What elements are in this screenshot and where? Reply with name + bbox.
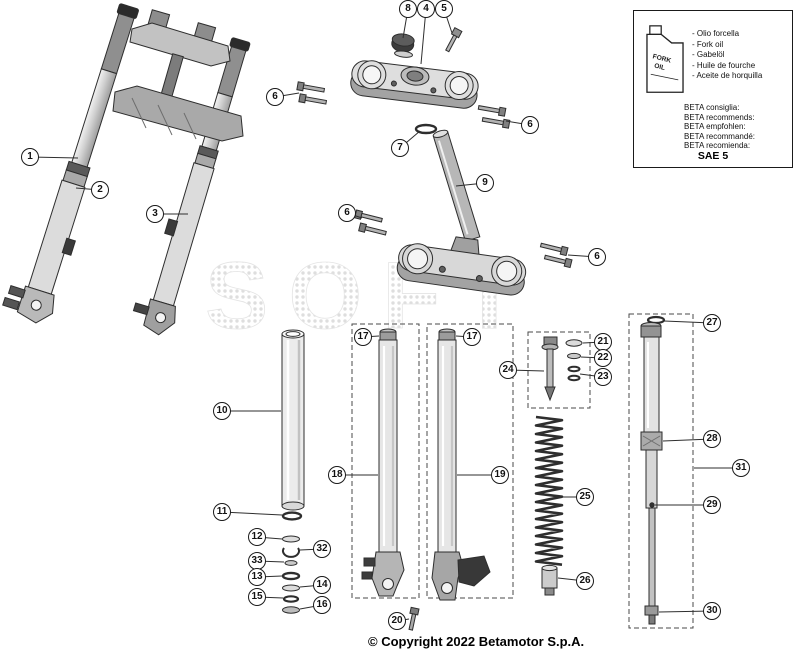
assembled-upper-clamp [129,9,231,67]
recommendation: BETA recommends: [684,112,755,122]
callout-leader-30 [658,610,713,613]
fork-leg-left-box [351,323,420,599]
callout-leader-28 [662,438,713,442]
copyright-text: © Copyright 2022 Betamotor S.p.A. [368,634,585,649]
callout-leader-15 [256,596,284,599]
clamp-pinch-bolts [296,81,573,269]
callout-leader-27 [663,320,713,324]
fork-oil-info-box: FORK OIL - Olio forcella - Fork oil - Ga… [633,10,793,168]
foot-bolt [408,606,420,631]
steering-stem-nut [391,33,415,58]
callout-leader-16 [299,604,323,610]
upper-triple-clamp [350,27,481,242]
callout-leader-6a [274,92,300,98]
recommendation: BETA recomienda: [684,141,751,150]
fork-oil-bottle-icon: FORK OIL [646,25,684,93]
oil-name: - Huile de fourche [692,60,756,70]
assembled-lower-clamp [112,53,244,142]
oil-name: - Gabelöl [692,50,725,59]
callout-leader-13 [256,575,283,578]
spring-seat [541,564,558,596]
callout-leader-5 [443,8,453,34]
callout-leader-6d [567,254,598,258]
seal-kit-stack [281,511,303,614]
callout-leader-14 [299,584,323,588]
front-fork-assembly [2,3,251,336]
fork-stanchion-tube [281,329,305,511]
lower-triple-clamp [396,236,527,296]
callout-leader-20 [396,618,410,622]
callout-leader-1 [29,156,79,159]
fork-spring [534,415,564,566]
callout-leader-8 [402,8,409,39]
recommendation: BETA consiglia: [684,103,740,112]
bottle-label-line2: OIL [653,63,665,72]
oil-name: - Olio forcella [692,29,740,38]
recommendation-list: BETA consiglia: BETA recommends: BETA em… [684,103,755,151]
callout-leader-32 [299,548,323,551]
top-bolt [445,27,463,53]
callout-leader-12 [256,536,283,540]
callout-leader-4 [420,8,427,65]
oil-name: - Aceite de horquilla [692,71,763,80]
cartridge-assembly-box [628,313,694,629]
rebound-adjuster-box [527,331,591,409]
callout-leader-33 [256,560,285,563]
callout-leader-11 [221,511,283,516]
oil-name-list: - Olio forcella - Fork oil - Gabelöl - H… [692,29,762,82]
oil-grade: SAE 5 [697,150,729,162]
left-fork-leg [2,3,139,324]
callout-leader-23 [579,373,604,378]
stem-washer [414,123,438,135]
callout-leader-7 [399,130,421,149]
callout-leader-21 [582,341,604,344]
recommendation: BETA empfohlen: [684,122,746,131]
callout-leader-22 [580,356,604,359]
bottle-label-line1: FORK [652,53,672,64]
fork-leg-right-box [426,323,514,601]
steering-stem [432,129,481,242]
oil-name: - Fork oil [692,39,724,49]
recommendation: BETA recommandé: [684,131,755,141]
callout-leader-26 [557,577,586,582]
